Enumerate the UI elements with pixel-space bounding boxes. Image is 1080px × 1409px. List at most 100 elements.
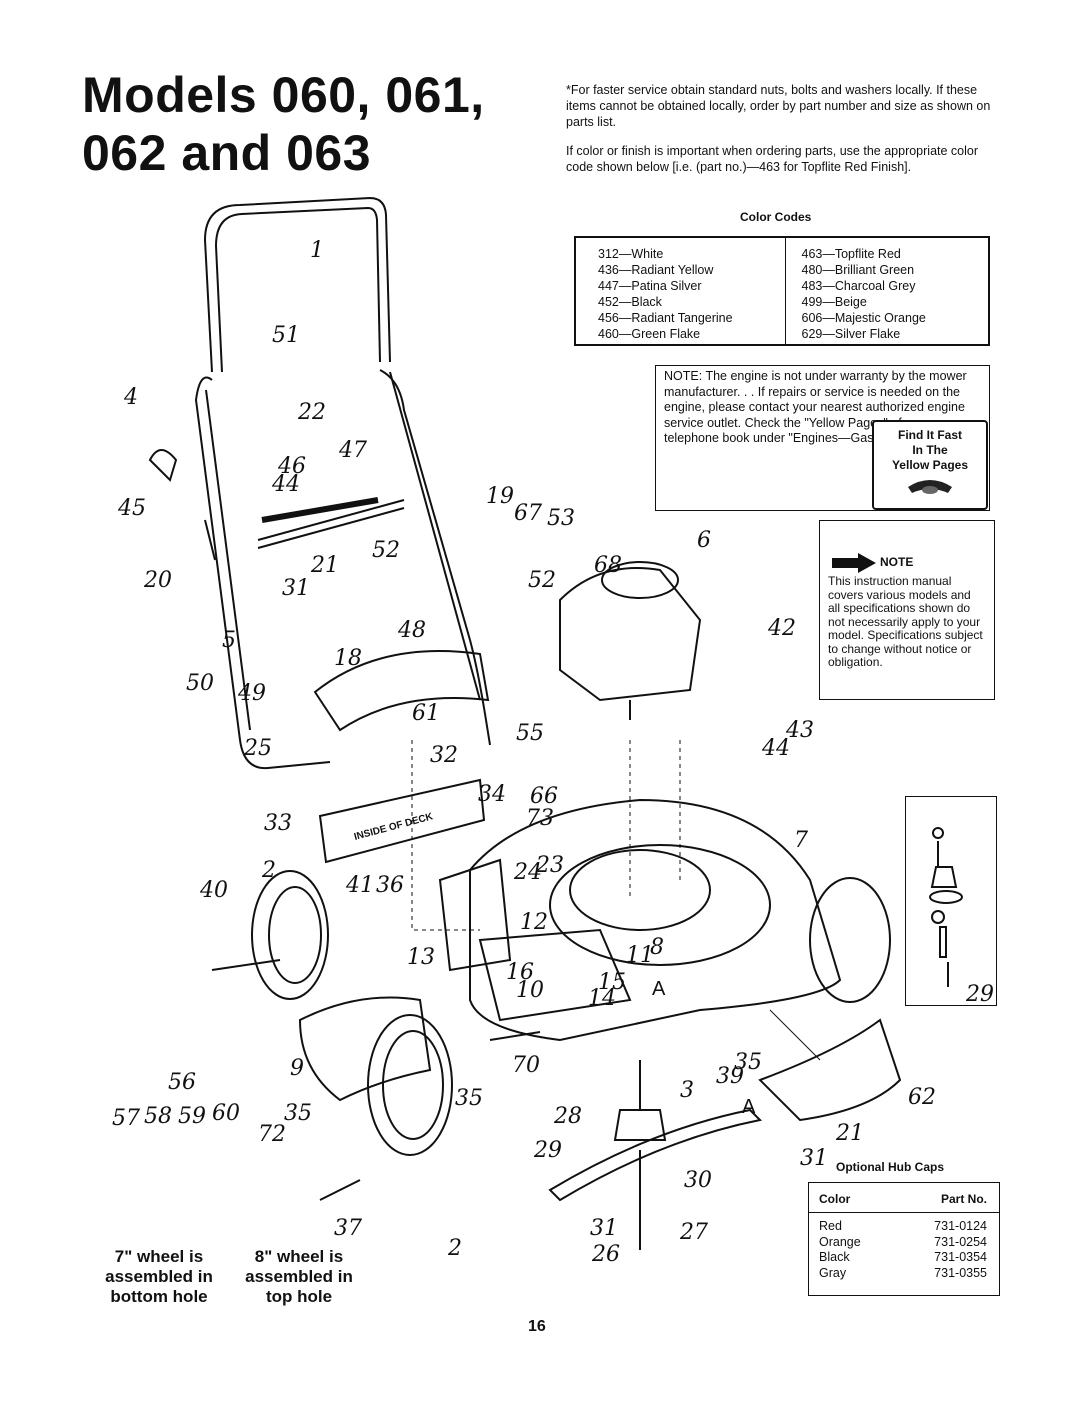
hub-inset-box <box>905 796 997 1006</box>
callout: 42 <box>768 616 796 641</box>
color-code: 629—Silver Flake <box>801 327 901 341</box>
callout: 70 <box>512 1053 540 1078</box>
color-code: 436—Radiant Yellow <box>598 263 714 277</box>
callout: 26 <box>592 1242 620 1267</box>
column-header-color: Color <box>809 1183 894 1213</box>
callout: 66 <box>530 784 558 809</box>
callout: 25 <box>244 736 272 761</box>
side-discharge-chute <box>758 1018 902 1122</box>
hub-caps-table: Color Part No. Red 731-0124 Orange 731-0… <box>808 1182 1000 1296</box>
callout: 46 <box>278 454 306 479</box>
callout: 10 <box>516 978 544 1003</box>
upper-handle <box>203 196 391 373</box>
rear-deflector <box>298 996 432 1102</box>
title-line-2: 062 and 063 <box>82 125 372 181</box>
color-code: 499—Beige <box>801 295 867 309</box>
yellow-pages-badge: Find It Fast In The Yellow Pages <box>872 420 988 510</box>
color-code: 312—White <box>598 247 664 261</box>
color-codes-right-column: 463—Topflite Red 480—Brilliant Green 483… <box>784 238 989 344</box>
callout: 61 <box>412 701 440 726</box>
callout-letter: A <box>652 978 666 1000</box>
callout: 43 <box>786 718 814 743</box>
upper-handle-inner <box>214 206 381 373</box>
table-row: Red 731-0124 <box>809 1213 999 1235</box>
table-row: Orange 731-0254 <box>809 1235 999 1251</box>
callout: 48 <box>398 618 426 643</box>
callout: 72 <box>258 1122 286 1147</box>
callout: 44 <box>272 472 300 497</box>
rear-left-wheel <box>367 1014 453 1156</box>
blade <box>548 1108 763 1202</box>
callout: 16 <box>506 960 534 985</box>
manual-note-text: This instruction manual covers various m… <box>828 574 983 669</box>
callout: 3 <box>680 1078 694 1103</box>
handle-bracket <box>313 650 490 732</box>
callout: 29 <box>966 982 994 1007</box>
callout: 36 <box>376 873 404 898</box>
eight-inch-wheel-note: 8" wheel is assembled in top hole <box>245 1247 353 1306</box>
hub-cap-part-number: 731-0124 <box>934 1219 987 1233</box>
hub-cap-color: Red <box>819 1219 842 1233</box>
callout: 35 <box>734 1050 762 1075</box>
badge-line-3: Yellow Pages <box>891 458 969 472</box>
callout: 62 <box>908 1085 936 1110</box>
callout: 50 <box>186 671 214 696</box>
table-row: Black 731-0354 <box>809 1250 999 1266</box>
hub-inset-drawing <box>929 827 963 987</box>
callout: 18 <box>334 646 362 671</box>
deck-panel <box>318 778 486 864</box>
callout: 51 <box>272 323 300 348</box>
callout: 35 <box>455 1086 483 1111</box>
callout: 2 <box>448 1236 462 1261</box>
deck-inside-label: INSIDE OF DECK <box>353 811 435 843</box>
lower-handle <box>194 376 331 770</box>
callout: 53 <box>547 506 575 531</box>
callout: 11 <box>626 943 654 968</box>
callout: 5 <box>222 628 236 653</box>
callout: 58 <box>144 1104 172 1129</box>
callout: 37 <box>334 1216 362 1241</box>
callout: 4 <box>124 385 138 410</box>
callout: 41 <box>346 873 374 898</box>
callout: 15 <box>598 970 626 995</box>
hub-cap-part-number: 731-0355 <box>934 1265 987 1280</box>
callout: 67 <box>514 501 542 526</box>
engine-note-text: NOTE: The engine is not under warranty b… <box>664 369 967 445</box>
callout: 52 <box>372 538 400 563</box>
manual-note: NOTE This instruction manual covers vari… <box>819 520 995 700</box>
telephone-icon <box>908 480 952 494</box>
callout: 14 <box>588 986 616 1011</box>
note-header: NOTE <box>832 553 913 573</box>
callout: 60 <box>212 1101 240 1126</box>
callout: 35 <box>284 1101 312 1126</box>
callout: 7 <box>794 828 808 853</box>
callout: 34 <box>478 782 506 807</box>
right-wheel <box>809 877 891 1003</box>
color-code: 483—Charcoal Grey <box>801 279 916 293</box>
callout: 31 <box>590 1216 618 1241</box>
callout: 40 <box>200 878 228 903</box>
callout: 27 <box>680 1220 708 1245</box>
table-row: Gray 731-0355 <box>809 1266 999 1282</box>
page-number: 16 <box>528 1318 546 1335</box>
color-code: 460—Green Flake <box>598 327 701 341</box>
callout: 12 <box>520 910 548 935</box>
color-codes-heading: Color Codes <box>740 210 812 224</box>
blade-adapter <box>613 1109 667 1141</box>
color-code: 456—Radiant Tangerine <box>598 311 733 325</box>
intro-paragraph-1: *For faster service obtain standard nuts… <box>566 83 991 129</box>
handle-crossbar <box>257 499 405 541</box>
color-code: 452—Black <box>598 295 662 309</box>
callout: 13 <box>407 945 435 970</box>
title-line-1: Models 060, 061, <box>82 67 485 123</box>
callout: 31 <box>800 1146 828 1171</box>
callout: 47 <box>339 438 367 463</box>
hub-cap-color: Black <box>819 1250 850 1264</box>
color-code: 606—Majestic Orange <box>801 311 926 325</box>
callout: 22 <box>298 400 326 425</box>
callout: 68 <box>594 553 622 578</box>
callout: 9 <box>290 1056 304 1081</box>
callout: 20 <box>144 568 172 593</box>
color-codes-table: 312—White 436—Radiant Yellow 447—Patina … <box>574 236 990 346</box>
